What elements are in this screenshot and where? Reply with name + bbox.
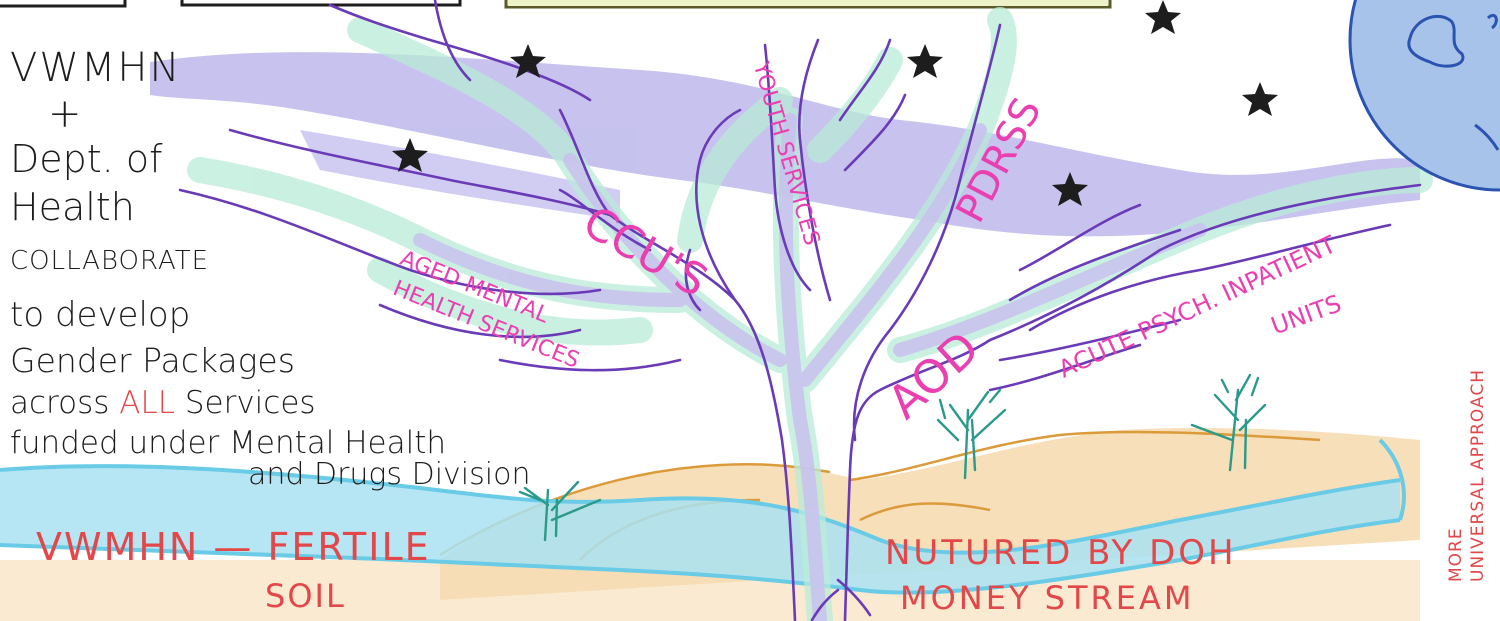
side-note-more: MORE: [1448, 527, 1465, 582]
top-frame-fragments: [0, 0, 1110, 7]
note-dept-of: Dept. of: [10, 140, 162, 178]
note-health: Health: [10, 188, 135, 226]
soil-label-line2: SOIL: [265, 580, 346, 612]
soil-label-line1: VWMHN — FERTILE: [36, 528, 431, 566]
star-icon: [1145, 0, 1181, 34]
stream-label-line2: MONEY STREAM: [900, 582, 1194, 614]
note-services: Services: [175, 385, 316, 421]
star-icon: [1242, 82, 1278, 116]
note-all-highlight: ALL: [119, 385, 175, 421]
note-vwmhn: VWMHN: [10, 48, 181, 88]
note-across-all-services: across ALL Services: [10, 388, 316, 419]
note-plus: +: [48, 94, 82, 134]
note-drugs-division: and Drugs Division: [248, 460, 530, 490]
side-note-universal-approach: UNIVERSAL APPROACH: [1470, 369, 1487, 582]
left-notes: VWMHN + Dept. of Health COLLABORATE to d…: [8, 48, 628, 488]
note-collaborate: COLLABORATE: [10, 248, 209, 274]
note-across: across: [10, 385, 119, 421]
note-gender-packages: Gender Packages: [10, 344, 295, 377]
note-funded-under: funded under Mental Health: [10, 428, 446, 459]
star-icon: [907, 44, 943, 78]
stream-label-line1: NUTURED BY DOH: [885, 536, 1237, 570]
note-to-develop: to develop: [10, 298, 190, 332]
